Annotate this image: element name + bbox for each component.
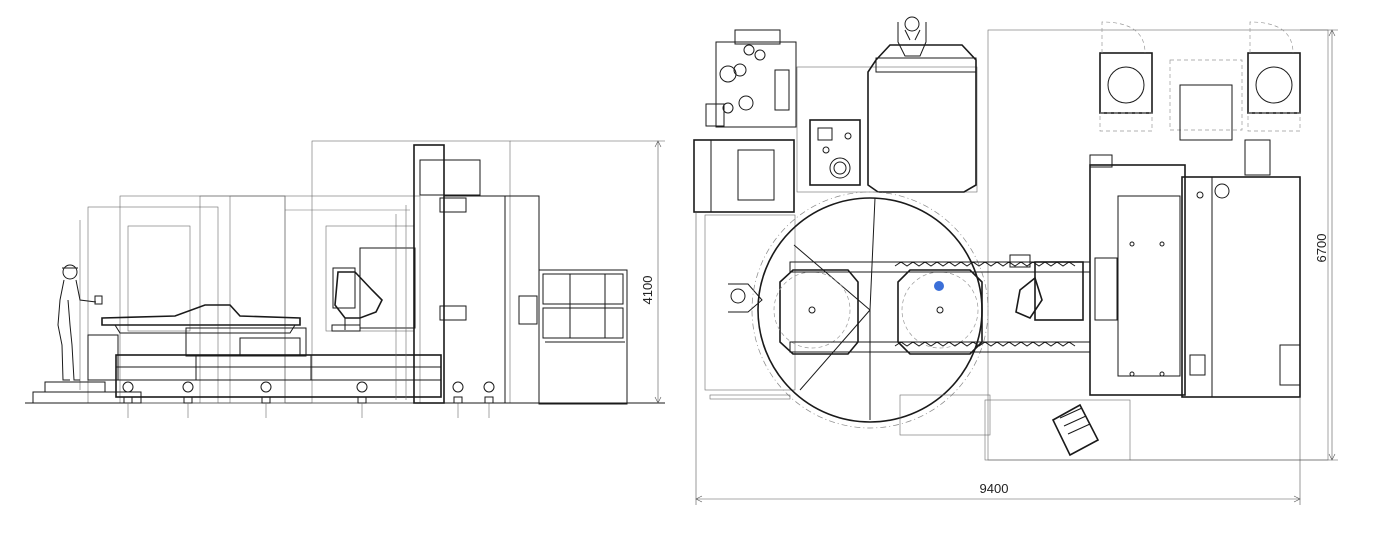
column-housing <box>311 140 511 404</box>
electrical-cabinet <box>693 139 795 213</box>
access-platform <box>538 269 628 405</box>
tool-station-right <box>1247 21 1301 132</box>
person-icon <box>57 264 103 381</box>
tool-station-left <box>1099 21 1153 132</box>
depth-dimension <box>1130 29 1338 461</box>
guard-panel-3 <box>199 195 286 404</box>
width-dimension <box>695 212 1301 505</box>
rotary-table-plan <box>751 191 989 429</box>
window-2 <box>325 225 415 332</box>
height-dimension <box>510 140 665 404</box>
column-base-plan <box>1089 154 1186 396</box>
guard-panel-1 <box>87 206 219 404</box>
chip-hopper <box>867 44 977 193</box>
column-rear-housing <box>443 195 540 404</box>
height-dimension-label: 4100 <box>640 276 655 305</box>
column <box>413 144 445 404</box>
chip-bucket <box>1051 403 1100 457</box>
milling-head <box>334 271 383 319</box>
control-pendant <box>518 295 538 325</box>
width-dimension-label: 9400 <box>980 481 1009 496</box>
main-cabinet-plan <box>1181 176 1301 398</box>
side-elevation-view: 4100 <box>25 140 665 418</box>
guard-panel-4 <box>229 195 286 404</box>
machine-bed <box>115 354 442 398</box>
plan-view: 6700 9400 <box>693 16 1338 505</box>
hydraulic-unit <box>705 29 797 128</box>
pallet-center <box>897 269 983 355</box>
guard-panel-2 <box>119 195 421 404</box>
reference-point-marker <box>934 281 944 291</box>
pallet-left <box>773 269 859 355</box>
rotary-table <box>101 304 301 326</box>
person-topview-icon <box>897 16 927 57</box>
spindle-head <box>359 247 416 329</box>
control-panel <box>809 119 861 186</box>
person-topview-icon-2 <box>728 283 763 313</box>
window-1 <box>127 225 191 332</box>
depth-dimension-label: 6700 <box>1314 234 1329 263</box>
leveling-feet <box>122 381 495 404</box>
spindle-head-plan <box>1009 254 1084 321</box>
